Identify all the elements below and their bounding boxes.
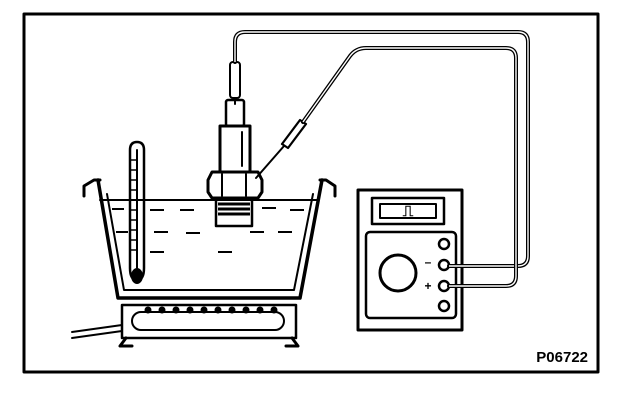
test-lead-positive [255,46,518,288]
test-lead-negative [229,30,530,268]
figure-code: P06722 [536,349,588,366]
meter-display-symbol: ⎍ [403,203,414,220]
minus-terminal-mark: – [425,255,432,269]
thermometer [128,140,146,284]
plus-terminal-mark: + [424,279,431,293]
gas-burner [71,303,300,348]
water-bath [82,178,337,300]
ohmmeter [356,188,464,332]
temperature-switch [206,98,264,228]
figure-frame [22,12,600,374]
